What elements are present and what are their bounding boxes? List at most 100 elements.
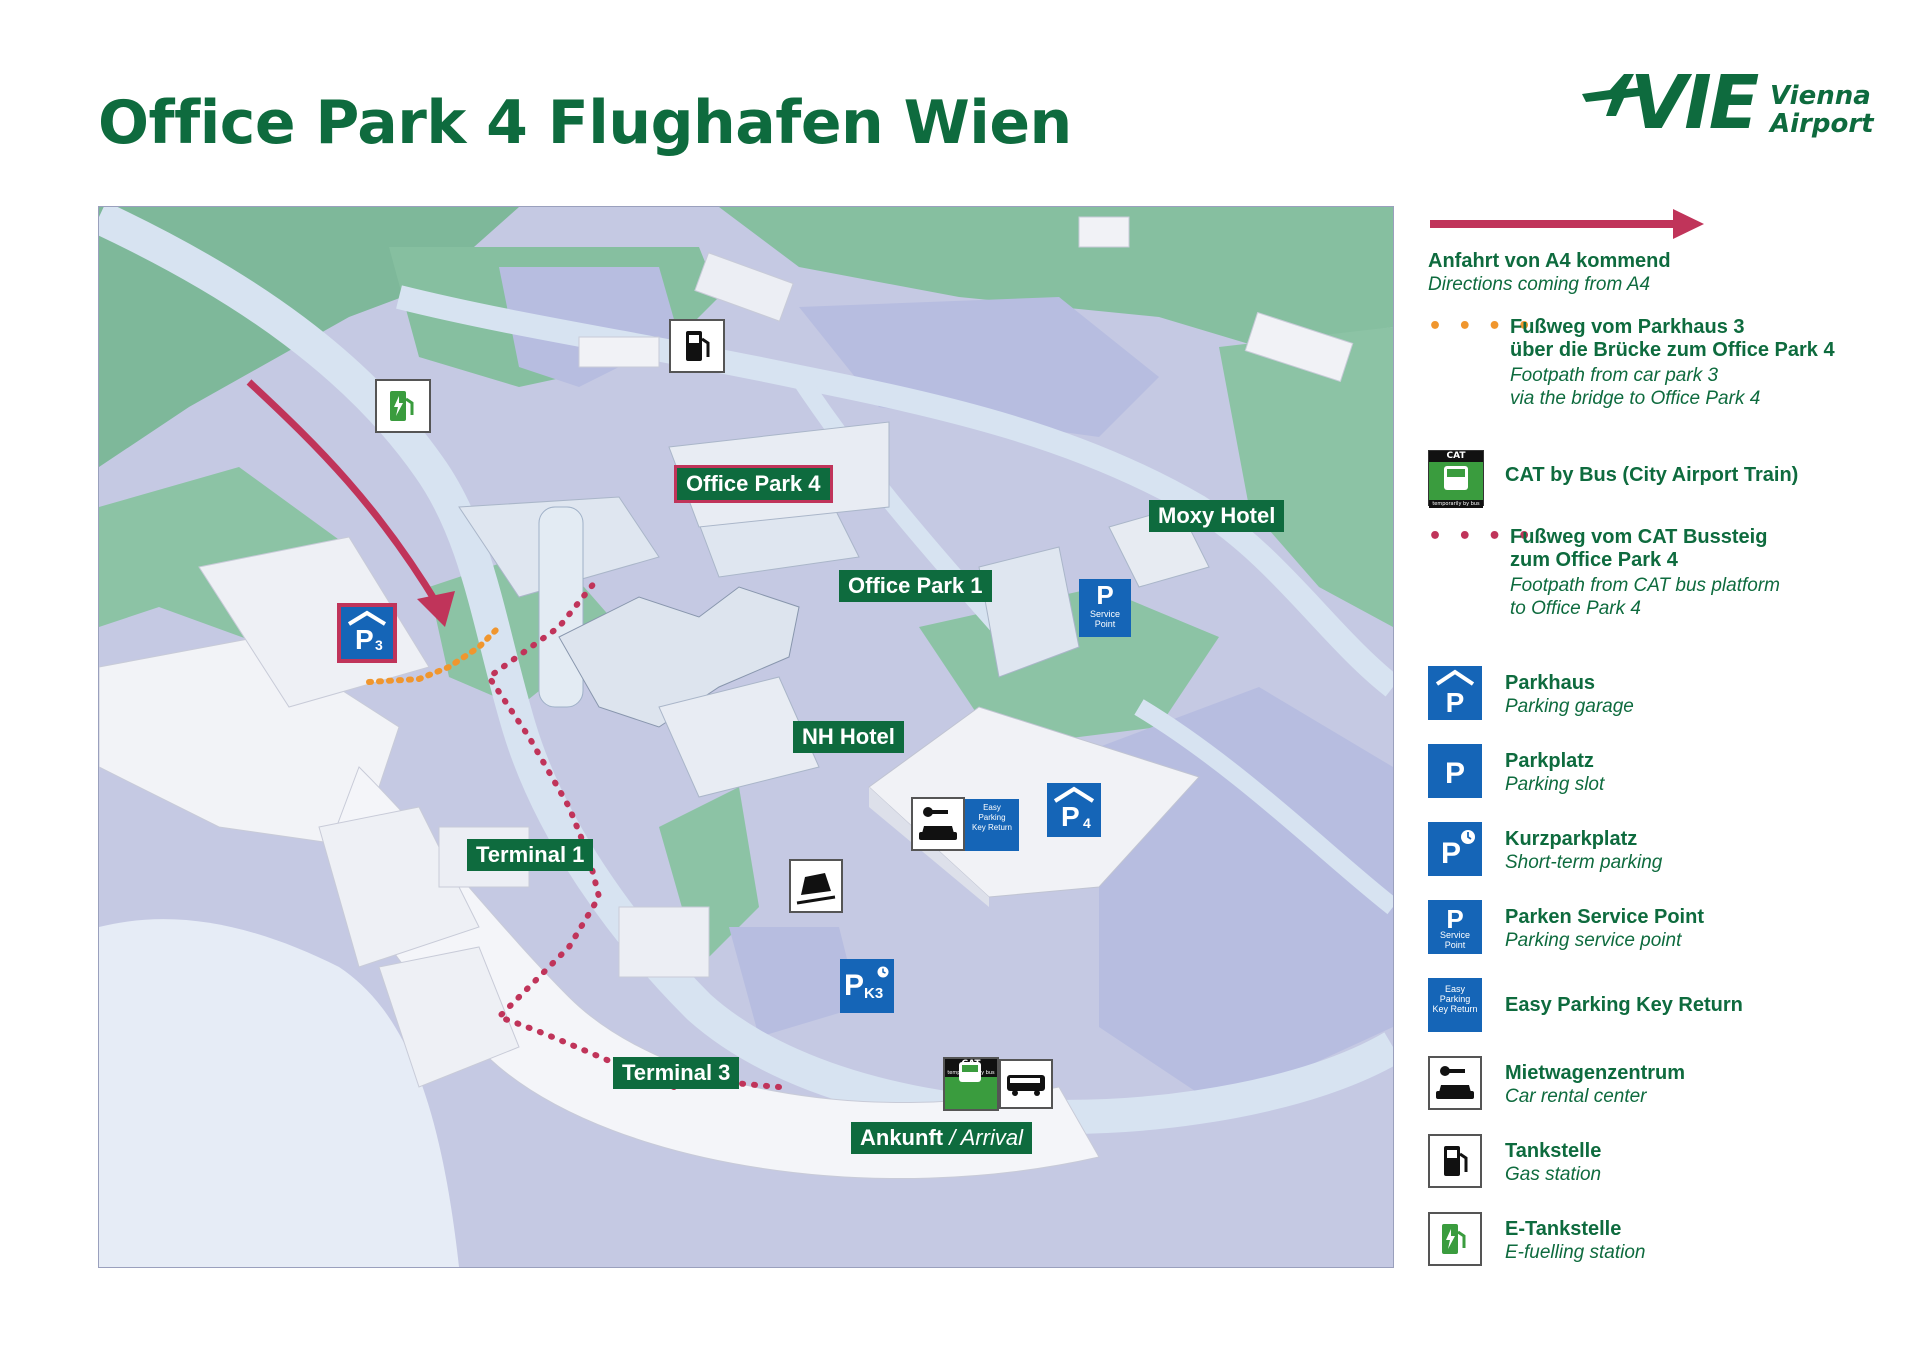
legend-e-fuel-title: E-Tankstelle — [1505, 1218, 1622, 1240]
short-term-parking-icon: P — [1428, 822, 1482, 876]
logo-line-airport: Airport — [1770, 109, 1874, 139]
label-office-park-1[interactable]: Office Park 1 — [839, 570, 992, 602]
p3-sub: 3 — [375, 637, 383, 653]
train-glyph-icon — [796, 873, 836, 905]
garage-roof-icon — [347, 610, 387, 626]
legend-parkplatz-title: Parkplatz — [1505, 750, 1594, 772]
service-point-line1: Service — [1089, 609, 1120, 619]
p3-parking-garage-icon[interactable]: P 3 — [337, 603, 397, 663]
legend-e-fuel-sub: E-fuelling station — [1505, 1242, 1646, 1263]
label-moxy-hotel[interactable]: Moxy Hotel — [1149, 500, 1285, 532]
bus-side-icon — [1007, 1075, 1045, 1096]
svg-text:P: P — [1445, 757, 1465, 790]
legend-parkhaus-title: Parkhaus — [1505, 672, 1596, 694]
label-arrival[interactable]: Ankunft / Arrival — [851, 1122, 1032, 1154]
parking-clock-icon: P — [1441, 830, 1475, 870]
legend-footpath-p3-title2: über die Brücke zum Office Park 4 — [1510, 339, 1835, 361]
airplane-logo-icon — [1582, 74, 1646, 116]
fuel-pump-icon — [686, 331, 710, 361]
legend-footpath-p3-title1: Fußweg vom Parkhaus 3 — [1510, 316, 1745, 338]
clock-icon — [877, 966, 889, 978]
arrival-en-text: Arrival — [960, 1125, 1023, 1150]
service-point-legend-icon: P Service Point — [1428, 900, 1482, 954]
cat-bus-icon[interactable]: CAT temporarily by bus — [943, 1057, 999, 1111]
page-title: Office Park 4 Flughafen Wien — [98, 88, 1072, 158]
legend-sp-line2: Point — [1444, 940, 1466, 950]
arrival-separator: / — [943, 1125, 961, 1150]
legend-route-sub: Directions coming from A4 — [1428, 274, 1651, 295]
gas-station-icon[interactable] — [669, 319, 725, 373]
easy-parking-key-return-icon[interactable]: Easy Parking Key Return — [965, 799, 1019, 851]
legend-route: Anfahrt von A4 kommend Directions coming… — [1428, 206, 1898, 296]
legend-sp-line1: Service — [1439, 930, 1470, 940]
cat-bus-legend-icon: CAT temporarily by bus — [1428, 450, 1484, 508]
legend-cat-bus-title: CAT by Bus (City Airport Train) — [1505, 464, 1799, 486]
bus-icon[interactable] — [999, 1059, 1053, 1109]
logo-vie-text: VIE — [1630, 60, 1759, 146]
orange-dots-icon: • • • • — [1428, 314, 1536, 339]
label-nh-hotel[interactable]: NH Hotel — [793, 721, 904, 753]
easy-parking-line1: Easy — [983, 803, 1001, 812]
car-rental-icon[interactable] — [911, 797, 965, 851]
logo-airport-name: Vienna Airport — [1770, 82, 1874, 138]
p4-sub: 4 — [1083, 815, 1091, 831]
car-key-icon — [919, 807, 957, 840]
easy-parking-legend-icon: Easy Parking Key Return — [1428, 978, 1482, 1032]
legend-ep-line3: Key Return — [1432, 1004, 1478, 1014]
label-terminal-3[interactable]: Terminal 3 — [613, 1057, 740, 1089]
parking-p-icon: P — [1445, 757, 1465, 790]
legend-kurzparkplatz-sub: Short-term parking — [1505, 852, 1663, 873]
red-dots-icon: • • • • — [1428, 524, 1536, 549]
legend-footpath-p3-sub2: via the bridge to Office Park 4 — [1510, 388, 1761, 409]
legend-easy-parking-title: Easy Parking Key Return — [1505, 994, 1743, 1016]
legend-car-rental-title: Mietwagenzentrum — [1505, 1062, 1686, 1084]
vienna-airport-logo[interactable]: VIE Vienna Airport — [1580, 60, 1874, 152]
bus-glyph-icon — [959, 1062, 981, 1082]
legend-cat-small: temporarily by bus — [1429, 500, 1483, 508]
legend-gas-title: Tankstelle — [1505, 1140, 1602, 1162]
airport-map[interactable]: Office Park 4 Moxy Hotel Office Park 1 N… — [98, 206, 1394, 1268]
parking-slot-icon: P — [1428, 744, 1482, 798]
ev-charger-icon — [390, 391, 414, 421]
car-rental-legend-icon — [1428, 1056, 1482, 1110]
legend-cat-brand: CAT — [1429, 451, 1483, 462]
legend-car-rental-sub: Car rental center — [1505, 1086, 1647, 1107]
legend-gas-sub: Gas station — [1505, 1164, 1602, 1185]
legend-ep-line2: Parking — [1439, 994, 1471, 1004]
label-terminal-1[interactable]: Terminal 1 — [467, 839, 594, 871]
p4-parking-garage-icon[interactable]: P 4 — [1047, 783, 1101, 837]
train-icon[interactable] — [789, 859, 843, 913]
legend-footpath-cat-sub2: to Office Park 4 — [1510, 598, 1641, 619]
service-point-line2: Point — [1094, 619, 1116, 629]
pk3-letter: P — [844, 969, 865, 1002]
legend-parkhaus-sub: Parking garage — [1505, 696, 1634, 717]
label-office-park-4[interactable]: Office Park 4 — [674, 465, 833, 503]
easy-parking-line3: Key Return — [971, 823, 1013, 832]
legend-footpath-cat-sub1: Footpath from CAT bus platform — [1510, 575, 1780, 596]
arrival-de-text: Ankunft — [860, 1125, 944, 1150]
legend-route-title: Anfahrt von A4 kommend — [1428, 250, 1671, 272]
legend-ep-line1: Easy — [1444, 984, 1465, 994]
p3-letter: P — [355, 624, 374, 655]
ev-charger-icon — [1442, 1224, 1466, 1254]
legend-footpath-cat-title1: Fußweg vom CAT Bussteig — [1510, 526, 1768, 548]
pk3-short-term-parking-icon[interactable]: P K3 — [840, 959, 894, 1013]
svg-text:P: P — [1446, 904, 1463, 934]
car-key-icon — [1436, 1066, 1474, 1099]
logo-line-vienna: Vienna — [1770, 81, 1871, 111]
parking-garage-icon: P — [1428, 666, 1482, 720]
garage-roof-icon: P — [1435, 669, 1475, 718]
e-charging-legend-icon — [1428, 1212, 1482, 1266]
legend-footpath-p3-sub1: Footpath from car park 3 — [1510, 365, 1719, 386]
fuel-pump-icon — [1444, 1146, 1468, 1176]
legend-parkplatz-sub: Parking slot — [1505, 774, 1605, 795]
easy-parking-line2: Parking — [978, 813, 1006, 822]
legend-footpath-cat-title2: zum Office Park 4 — [1510, 549, 1678, 571]
pk3-sub: K3 — [864, 985, 884, 1002]
e-charging-station-icon[interactable] — [375, 379, 431, 433]
p4-letter: P — [1061, 801, 1080, 832]
service-point-icon[interactable]: P Service Point — [1079, 579, 1131, 637]
bus-glyph-icon — [1444, 466, 1468, 490]
service-point-p-icon: P — [1446, 904, 1463, 934]
legend-service-point-sub: Parking service point — [1505, 930, 1682, 951]
